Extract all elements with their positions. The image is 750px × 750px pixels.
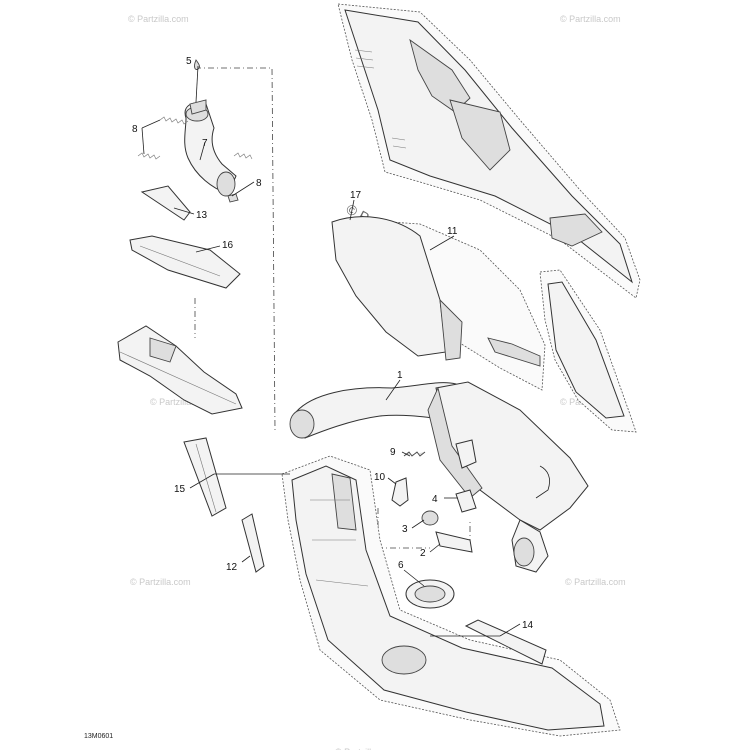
callout-17: 17: [350, 190, 362, 201]
belly-pan: [281, 455, 621, 737]
watermark: © Partzilla.com: [128, 14, 189, 24]
callout-2: 2: [420, 548, 426, 559]
callout-13: 13: [196, 210, 208, 221]
watermark: © Partzilla.com: [335, 747, 396, 750]
watermark: © Partzilla.com: [150, 397, 211, 407]
watermark: © Partzilla.com: [560, 14, 621, 24]
plate-13: [140, 185, 191, 221]
callout-1: 1: [397, 370, 403, 381]
fastener-5: [194, 59, 200, 70]
leader-lines: [141, 65, 521, 637]
callout-12: 12: [226, 562, 238, 573]
exhaust-elbow: [184, 59, 237, 197]
heat-guard-16: [129, 235, 241, 289]
body-panel-top: [337, 3, 641, 299]
callout-8: 8: [132, 124, 138, 135]
strip-12: [241, 513, 265, 573]
callout-5: 5: [186, 56, 192, 67]
callout-3: 3: [402, 524, 408, 535]
muffler-assembly: [289, 381, 589, 573]
callout-15: 15: [174, 484, 186, 495]
callout-4: 4: [432, 494, 438, 505]
springs-8: [137, 116, 253, 203]
callout-11: 11: [447, 226, 458, 237]
bracket: [117, 325, 243, 415]
mounting-hardware: [391, 439, 477, 553]
callout-16: 16: [222, 240, 234, 251]
callout-10: 10: [374, 472, 386, 483]
callout-9: 9: [390, 447, 396, 458]
drawing-code: 13M0601: [84, 733, 114, 740]
callout-6: 6: [398, 560, 404, 571]
grommet-6: [405, 579, 455, 609]
watermark: © Partzilla.com: [565, 577, 626, 587]
side-panel-right: [539, 269, 637, 433]
callout-14: 14: [522, 620, 534, 631]
callout-7: 7: [202, 138, 208, 149]
callout-8: 8: [256, 178, 262, 189]
heat-shield: [331, 216, 546, 391]
strip-14: [464, 619, 547, 665]
watermark: © Partzilla.com: [130, 577, 191, 587]
callouts: 5 8 7 8 13 16 17 11 1 9 10 4 3 2 6 15 12…: [132, 56, 534, 631]
strip-15: [183, 437, 227, 517]
